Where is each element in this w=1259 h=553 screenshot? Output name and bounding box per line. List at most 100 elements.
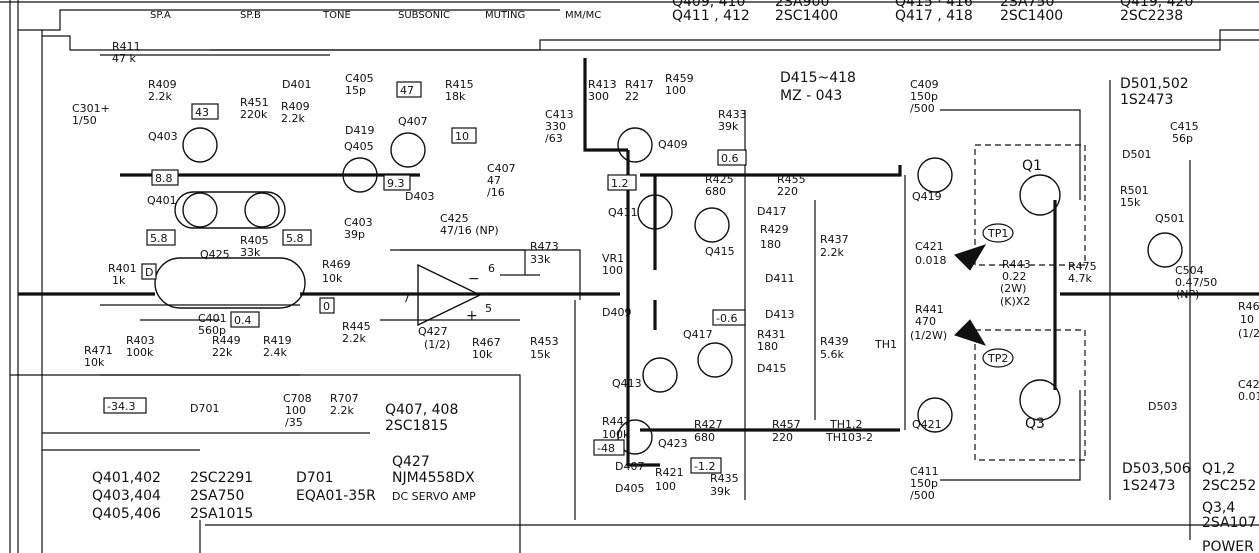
component-label-th103: TH103-2 [825, 431, 873, 444]
parts-cell: D503,506 [1122, 461, 1191, 477]
component-label-q419: Q419 [912, 190, 942, 203]
component-label-r451v: 220k [240, 108, 268, 121]
parts-cell: 2SA1015 [190, 506, 253, 522]
component-label-r459v: 100 [665, 84, 686, 97]
component-label-r431: R431 [757, 328, 786, 341]
component-label-q427: Q427 [418, 325, 448, 338]
tp2-marker [982, 348, 1014, 368]
voltage-box-v88: 8.8 [151, 169, 179, 186]
component-label-r431v: 180 [757, 340, 778, 353]
switch-label: SP.A [150, 10, 171, 21]
component-label-q413: Q413 [612, 377, 642, 390]
parts-cell: Q405,406 [92, 506, 161, 522]
component-label-c409: C409 [910, 78, 939, 91]
voltage-box-text: -0.6 [716, 312, 737, 325]
component-label-r435v: 39k [710, 485, 731, 498]
component-label-r501v: 15k [1120, 196, 1141, 209]
component-label-q415: Q415 [705, 245, 735, 258]
component-label-d403: D403 [405, 190, 434, 203]
component-label-d701: D701 [190, 402, 219, 415]
component-label-r453: R453 [530, 335, 559, 348]
component-label-c504v2: (NP) [1176, 288, 1199, 301]
voltage-box-frame [103, 397, 147, 414]
component-label-q1: Q1 [1022, 158, 1042, 174]
top-part-type: 2SA750 [1000, 0, 1054, 10]
component-label-r459: R459 [665, 72, 694, 85]
top-part-type: 2SC1400 [1000, 8, 1063, 24]
component-label-r417v: 22 [625, 90, 639, 103]
component-label-tp2: TP2 [987, 352, 1008, 365]
component-label-q407: Q407 [398, 115, 428, 128]
component-label-r443v3: (K)X2 [1000, 295, 1030, 308]
voltage-box-frame [230, 311, 260, 328]
component-label-pin7: 7 [403, 292, 410, 305]
component-label-r437v: 2.2k [820, 246, 844, 259]
top-part-type: 2SC2238 [1120, 8, 1183, 24]
component-label-c708v2: /35 [285, 416, 303, 429]
q1-heatsink-outline [974, 144, 1086, 266]
component-label-c409v2: /500 [910, 102, 935, 115]
parts-cell: 2SC2291 [190, 470, 253, 486]
component-label-r443v2: (2W) [1000, 282, 1026, 295]
switch-label: MUTING [485, 10, 525, 21]
component-label-c413v2: /63 [545, 132, 563, 145]
voltage-box-text: 0.6 [721, 152, 739, 165]
voltage-box-text: 5.8 [150, 232, 168, 245]
voltage-box-frame [191, 103, 219, 120]
voltage-box-frame [690, 457, 722, 474]
component-label-q409: Q409 [658, 138, 688, 151]
component-label-r443: R443 [1002, 258, 1031, 271]
tp2-arrow-marker [954, 319, 987, 346]
tp1-arrow-marker [954, 244, 987, 271]
component-label-c708v1: 100 [285, 404, 306, 417]
header-strip: SP.A SP.B TONE SUBSONIC MUTING MM/MC Q40… [0, 0, 1259, 24]
parts-table-q407: Q407, 408 2SC1815 [385, 402, 458, 434]
component-label-c407v1: 47 [487, 174, 501, 187]
component-label-d401: D401 [282, 78, 311, 91]
voltage-box-text: 5.8 [286, 232, 304, 245]
component-label-c401v: 560p [198, 324, 226, 337]
component-label-r463v1: 10 [1240, 313, 1254, 326]
component-label-r409av: 2.2k [148, 90, 172, 103]
component-label-r433v: 39k [718, 120, 739, 133]
component-label-r451: R451 [240, 96, 269, 109]
switch-label: SP.B [240, 10, 261, 21]
q401-pair-outline [174, 191, 286, 229]
component-label-d411: D411 [765, 272, 794, 285]
component-label-d501: D501,502 [1120, 76, 1189, 92]
component-label-pin6: 6 [488, 262, 495, 275]
voltage-box-text: 1.2 [611, 177, 629, 190]
component-label-q425: Q425 [200, 248, 230, 261]
q411-symbol [637, 194, 673, 230]
parts-table-q427: Q427 NJM4558DX [392, 454, 475, 486]
voltage-box-text: 9.3 [387, 177, 405, 190]
parts-cell: Q403,404 [92, 488, 161, 504]
component-label-vr1: VR1 [602, 252, 624, 265]
component-label-d415: D415~418 [780, 70, 856, 86]
component-label-c407: C407 [487, 162, 516, 175]
component-label-r707v: 2.2k [330, 404, 354, 417]
component-label-r473: R473 [530, 240, 559, 253]
component-label-r455: R455 [777, 173, 806, 186]
component-label-c301: C301+ [72, 102, 110, 115]
voltage-box-v93: 9.3 [383, 174, 411, 191]
q405-symbol [342, 157, 378, 193]
component-label-r469v: 10k [322, 272, 343, 285]
voltage-box-text: 10 [455, 130, 469, 143]
component-label-r475: R475 [1068, 260, 1097, 273]
component-label-r405v: 33k [240, 246, 261, 259]
component-label-c425: C425 [440, 212, 469, 225]
component-label-r471v: 10k [84, 356, 105, 369]
top-part-number: Q409, 410 [672, 0, 745, 10]
tp1-marker [982, 223, 1014, 243]
component-label-c403v: 39p [344, 228, 365, 241]
voltage-box-text: -48 [597, 442, 615, 455]
voltage-box-v43: 43 [191, 103, 219, 120]
component-label-q427v: (1/2) [424, 338, 450, 351]
component-label-q501: Q501 [1155, 212, 1185, 225]
voltage-box-frame [593, 439, 625, 456]
component-label-r443v1: 0.22 [1002, 270, 1027, 283]
component-label-r433: R433 [718, 108, 747, 121]
